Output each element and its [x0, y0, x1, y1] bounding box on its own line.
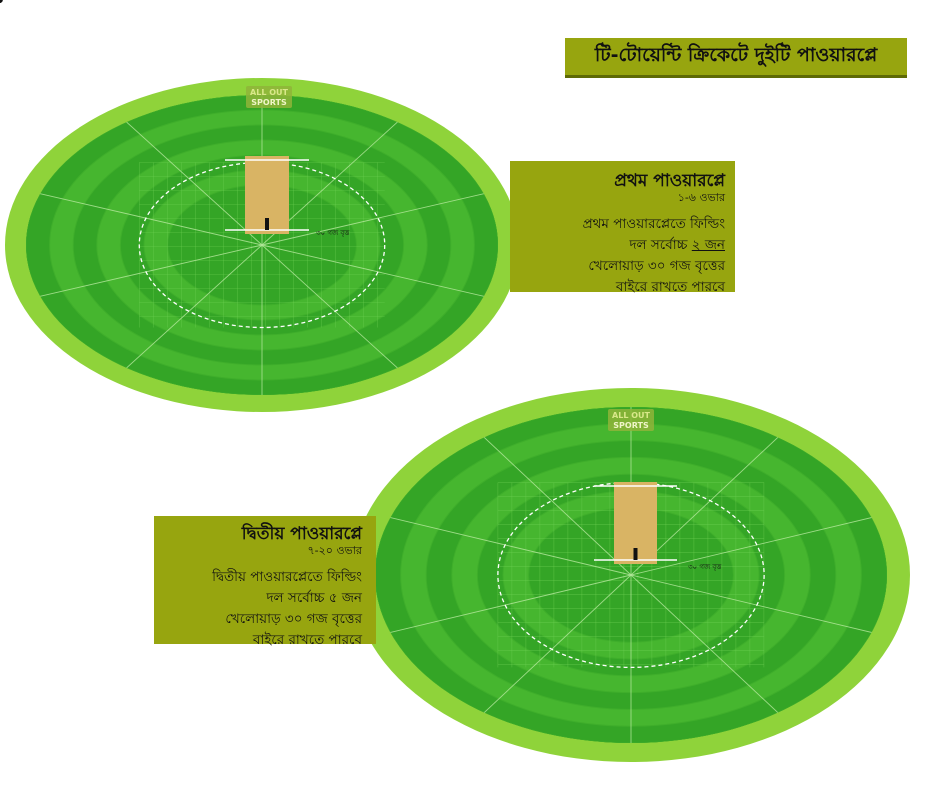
panel-body: দ্বিতীয় পাওয়ারপ্লেতে ফিল্ডিং দল সর্বোচ…	[154, 567, 362, 651]
field-radial-line	[469, 423, 632, 576]
stumps	[265, 218, 269, 230]
player-silhouette	[0, 0, 3, 3]
field-radial-line	[630, 423, 793, 576]
ground-second-powerplay	[0, 0, 910, 762]
panel-line: দ্বিতীয় পাওয়ারপ্লেতে ফিল্ডিং	[212, 569, 362, 585]
field-radial-line	[375, 511, 632, 576]
circle-label: ৩০ গজ বৃত্ত	[316, 229, 350, 237]
panel-overs: ১-৬ ওভার	[677, 191, 725, 204]
field-radial-line	[261, 244, 412, 381]
panel-line: খেলোয়াড় ৩০ গজ বৃত্তের	[588, 258, 725, 274]
player-head	[0, 0, 3, 3]
field-radial-line	[261, 188, 498, 246]
panel-line: দল সর্বোচ্চ ৫ জন	[266, 590, 362, 606]
panel-overs: ৭-২০ ওভার	[307, 544, 362, 557]
second-powerplay-panel: দ্বিতীয় পাওয়ারপ্লে ৭-২০ ওভার দ্বিতীয় …	[154, 516, 376, 648]
thirty-yard-circle	[138, 161, 386, 329]
page-title: টি-টোয়েন্টি ক্রিকেটে দুইটি পাওয়ারপ্লে	[565, 38, 907, 78]
panel-line: বাইরে রাখতে পারবে	[615, 279, 725, 295]
svg-text:SPORTS: SPORTS	[251, 98, 287, 107]
field-radial-line	[26, 244, 263, 302]
panel-heading: দ্বিতীয় পাওয়ারপ্লে	[241, 524, 362, 544]
panel-line: খেলোয়াড় ৩০ গজ বৃত্তের	[225, 611, 362, 627]
svg-text:SPORTS: SPORTS	[613, 421, 649, 430]
panel-line: প্রথম পাওয়ারপ্লেতে ফিল্ডিং	[582, 216, 725, 232]
field-radial-line	[112, 244, 263, 381]
circle-label: ৩০ গজ বৃত্ত	[688, 563, 722, 571]
field-radial-line	[630, 511, 887, 576]
logo-bottom: ALL OUT SPORTS	[608, 409, 654, 431]
panel-body: প্রথম পাওয়ারপ্লেতে ফিল্ডিং দল সর্বোচ্চ …	[510, 214, 725, 298]
ground-first-powerplay	[0, 0, 519, 412]
panel-line-emphasis: ২ জন	[691, 237, 725, 253]
svg-text:ALL OUT: ALL OUT	[612, 411, 650, 420]
field-radial-line	[261, 244, 498, 302]
field-radial-line	[26, 188, 263, 246]
first-powerplay-panel: প্রথম পাওয়ারপ্লে ১-৬ ওভার প্রথম পাওয়ার…	[510, 161, 735, 295]
field-radial-line	[630, 574, 887, 639]
panel-line: বাইরে রাখতে পারবে	[252, 632, 362, 648]
field-radial-line	[112, 109, 263, 246]
stumps	[633, 548, 638, 560]
field-radial-line	[469, 574, 632, 727]
svg-text:ALL OUT: ALL OUT	[250, 88, 288, 97]
field-radial-line	[630, 574, 793, 727]
field-radial-line	[375, 574, 632, 639]
panel-line: দল সর্বোচ্চ ২ জন	[510, 235, 725, 256]
panel-line-part: দল সর্বোচ্চ	[629, 237, 692, 253]
logo-top: ALL OUT SPORTS	[246, 86, 292, 108]
panel-heading: প্রথম পাওয়ারপ্লে	[614, 171, 725, 191]
